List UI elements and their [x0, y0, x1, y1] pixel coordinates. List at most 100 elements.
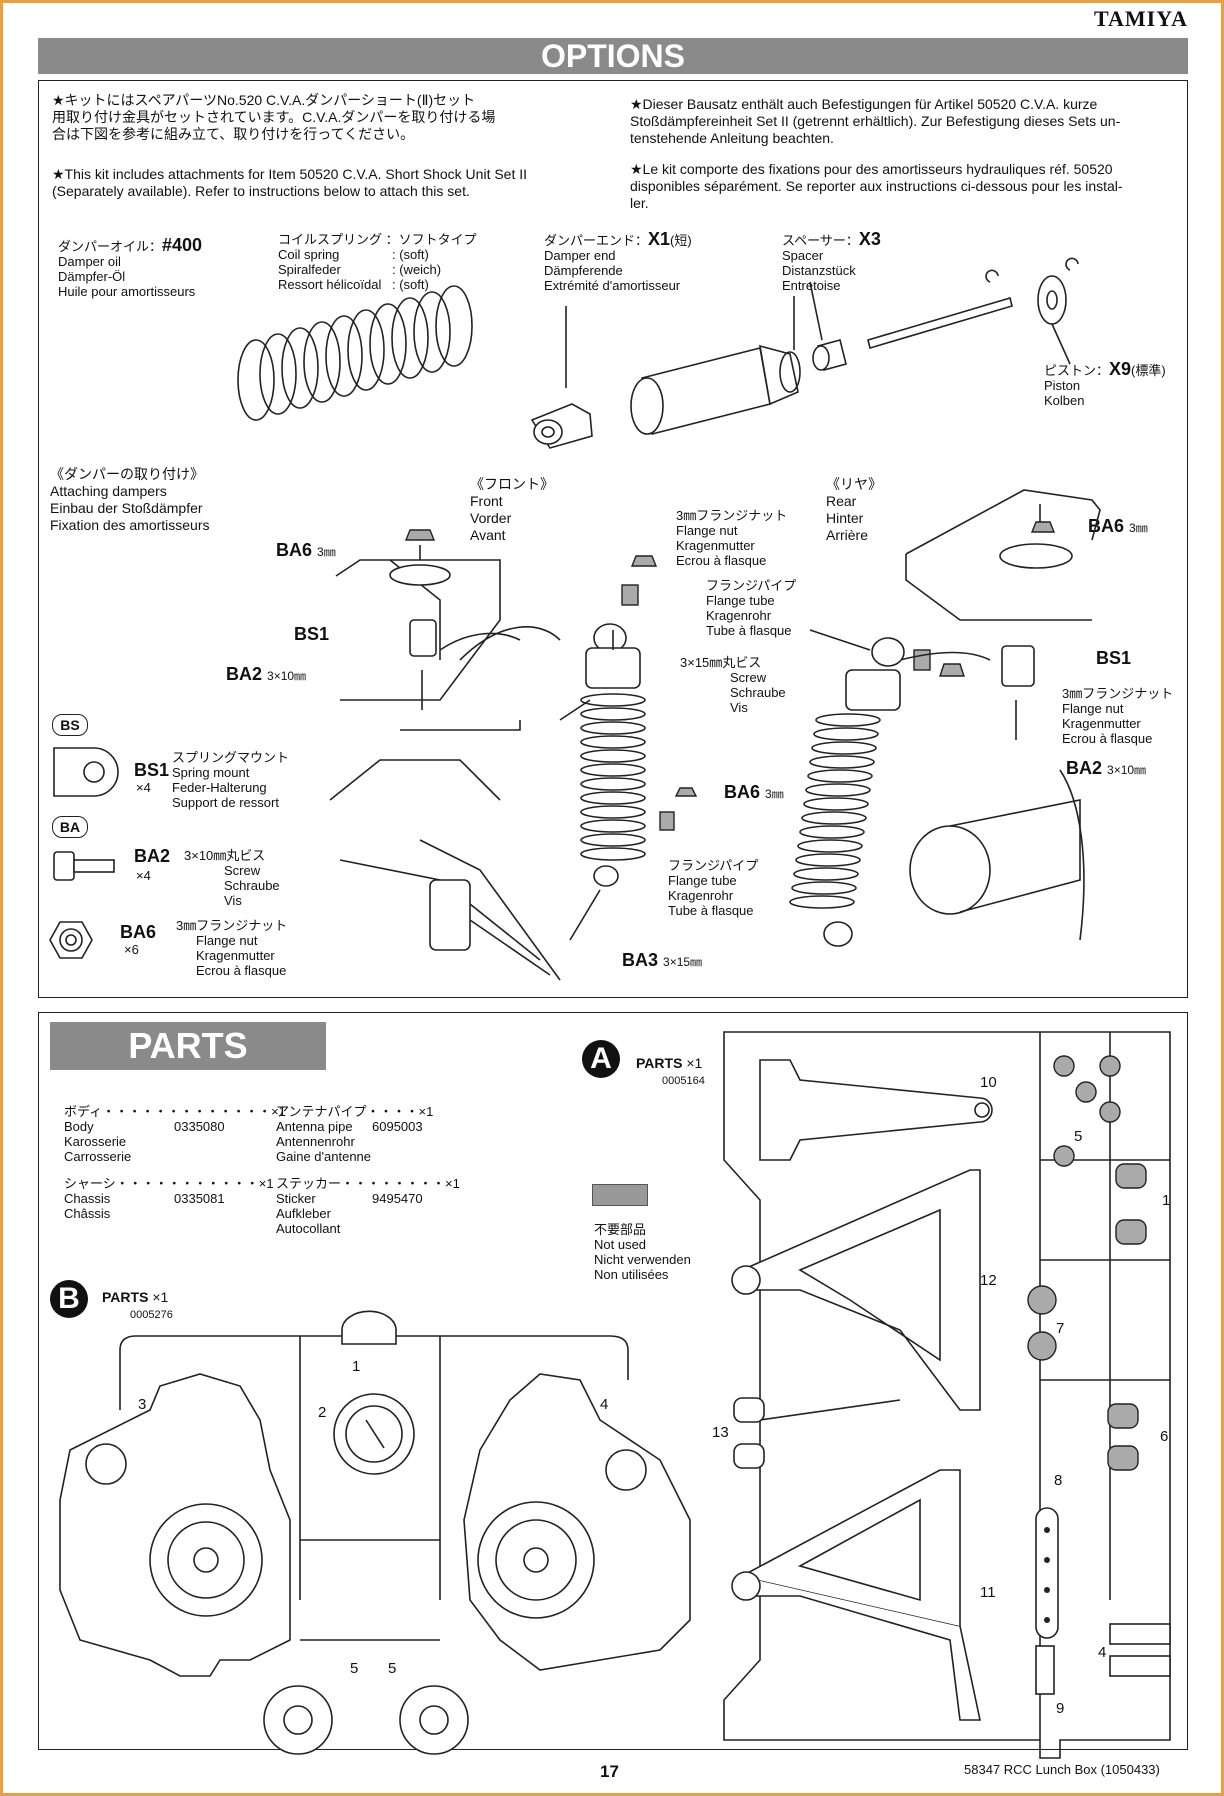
tree-b-num: 0005276: [130, 1309, 173, 1321]
screw-en: Screw: [730, 670, 767, 685]
spacer-de: Distanzstück: [782, 263, 856, 278]
flange-nut-ja: 3㎜フランジナット: [1062, 686, 1174, 701]
spacer-illustration: [809, 281, 847, 371]
rear-chassis-illustration: [809, 489, 1101, 740]
note-fr-line: ★Le kit comporte des fixations pour des …: [630, 161, 1113, 177]
a-part-6: 6: [1160, 1428, 1169, 1445]
tree-a-badge: A: [582, 1040, 620, 1078]
note-fr-line: ler.: [630, 195, 649, 211]
damper-end-illustration: [530, 306, 593, 449]
bs1-ja: スプリングマウント: [172, 750, 290, 765]
parts-section: [38, 1012, 1188, 1750]
flange-tube-fr: Tube à flasque: [668, 903, 754, 918]
ba3-size: 3×15㎜: [663, 955, 703, 969]
front-en: Front: [470, 493, 503, 509]
flange-tube-en: Flange tube: [706, 593, 775, 608]
note-de-line: Stoßdämpfereinheit Set II (getrennt erhä…: [630, 113, 1121, 129]
tree-b-runner: [119, 1310, 629, 1641]
piston-ja: ピストン：: [1044, 363, 1110, 378]
ba3-code: BA3 3×15㎜: [622, 950, 702, 971]
coil-de: Spiralfeder: [278, 262, 341, 277]
ba6-size: 3㎜: [765, 787, 784, 801]
note-de-line: ★Dieser Bausatz enthält auch Befestigung…: [630, 96, 1098, 112]
coil-fr: Ressort hélicoïdal: [278, 277, 382, 292]
front-damper-illustration: [559, 555, 698, 941]
ba6-legend-code: BA6: [120, 922, 156, 943]
note-de-line: tenstehende Anleitung beachten.: [630, 130, 834, 146]
front-de: Vorder: [470, 510, 512, 526]
flange-nut-ja: 3㎜フランジナット: [676, 508, 788, 523]
ba2-qty: ×4: [136, 868, 151, 883]
screw-fr: Vis: [730, 700, 748, 715]
a-part-13: 13: [712, 1424, 729, 1441]
tree-a-num: 0005164: [662, 1075, 705, 1087]
damper-oil-fr: Huile pour amortisseurs: [58, 284, 196, 299]
ba6-ja: 3㎜フランジナット: [176, 918, 288, 933]
damper-end-label: ダンパーエンド：X1(短) Damper end Dämpferende Ext…: [544, 230, 692, 293]
note-ja-line: 用取り付け金具がセットされています。C.V.A.ダンパーを取り付ける場: [52, 109, 496, 125]
note-ja-line: ★キットにはスペアパーツNo.520 C.V.A.ダンパーショート(Ⅱ)セット: [52, 92, 476, 108]
rear-fr: Arrière: [826, 527, 869, 543]
bs1-en: Spring mount: [172, 765, 250, 780]
front-ja: 《フロント》: [470, 476, 554, 492]
ba6: BA6: [724, 782, 761, 802]
ba6: BA6: [276, 540, 313, 560]
front-suspension-illustration: [329, 529, 561, 981]
ba2: BA2: [134, 846, 171, 866]
note-ja-line: 合は下図を参考に組み立て、取り付けを行ってください。: [52, 126, 415, 142]
end-fr: Extrémité d'amortisseur: [544, 278, 681, 293]
unused-ja: 不要部品: [594, 1222, 647, 1237]
piston-rod-illustration: [867, 257, 1079, 365]
tree-a-qty: ×1: [686, 1055, 703, 1071]
attach-ja: 《ダンパーの取り付け》: [50, 466, 204, 482]
a-part-11: 11: [980, 1584, 996, 1601]
options-section: [38, 80, 1188, 998]
attaching-label: 《ダンパーの取り付け》 Attaching dampers Einbau der…: [50, 466, 210, 534]
spacer-code: X3: [858, 229, 881, 249]
piston-note: (標準): [1131, 363, 1166, 378]
end-en: Damper end: [544, 248, 616, 263]
flange-tube-ja: フランジパイプ: [706, 578, 797, 593]
parts-antenna-fr: Gaine d'antenne: [276, 1149, 372, 1164]
parts-body-en: Body: [64, 1119, 94, 1134]
b-part-5a: 5: [350, 1660, 359, 1677]
attach-de: Einbau der Stoßdämpfer: [50, 500, 203, 516]
attach-en: Attaching dampers: [50, 483, 167, 499]
flange-tube-de: Kragenrohr: [706, 608, 772, 623]
rear-spring: [789, 713, 881, 909]
spacer-ja: スペーサー：: [782, 233, 859, 248]
rear-flange-nut-label: 3㎜フランジナット Flange nut Kragenmutter Ecrou …: [1062, 686, 1173, 746]
options-note-de: ★Dieser Bausatz enthält auch Befestigung…: [630, 96, 1120, 147]
ba2-size: 3×10㎜: [1107, 763, 1147, 777]
parts-antenna-num: 6095003: [372, 1119, 423, 1134]
parts-chassis-en: Chassis: [64, 1191, 111, 1206]
tree-b-badge: B: [50, 1280, 88, 1318]
parts-body-ja: ボディ・・・・・・・・・・・・・×1: [64, 1104, 286, 1119]
coil-en: Coil spring: [278, 247, 340, 262]
damper-oil-label: ダンパーオイル：#400 Damper oil Dämpfer-Öl Huile…: [58, 235, 203, 299]
flange-nut-en: Flange nut: [196, 933, 258, 948]
footer-model: 58347 RCC Lunch Box (1050433): [964, 1762, 1160, 1777]
coil-ja-type: ：ソフトタイプ: [385, 232, 477, 247]
piston-de: Kolben: [1044, 393, 1085, 408]
ba6-code-front-lower: BA6 3㎜: [724, 782, 784, 803]
ba6-size: 3㎜: [1129, 521, 1148, 535]
note-fr-line: disponibles séparément. Se reporter aux …: [630, 178, 1123, 194]
end-de: Dämpferende: [544, 263, 623, 278]
spacer-en: Spacer: [782, 248, 824, 263]
ba3: BA3: [622, 950, 659, 970]
parts-chassis-ja: シャーシ・・・・・・・・・・・×1: [64, 1176, 274, 1191]
parts-sticker-de: Aufkleber: [276, 1206, 331, 1221]
ba2-legend-desc: 3×10㎜丸ビス Screw Schraube Vis: [184, 848, 280, 908]
coil-ja: コイルスプリング: [278, 232, 383, 247]
tree-a-runner: [723, 1031, 1171, 1759]
end-note: (短): [670, 233, 692, 248]
options-note-en: ★This kit includes attachments for Item …: [52, 166, 527, 200]
ba2-code-front: BA2 3×10㎜: [226, 664, 306, 685]
front-spring: [580, 693, 646, 861]
damper-oil-code: #400: [162, 235, 203, 255]
